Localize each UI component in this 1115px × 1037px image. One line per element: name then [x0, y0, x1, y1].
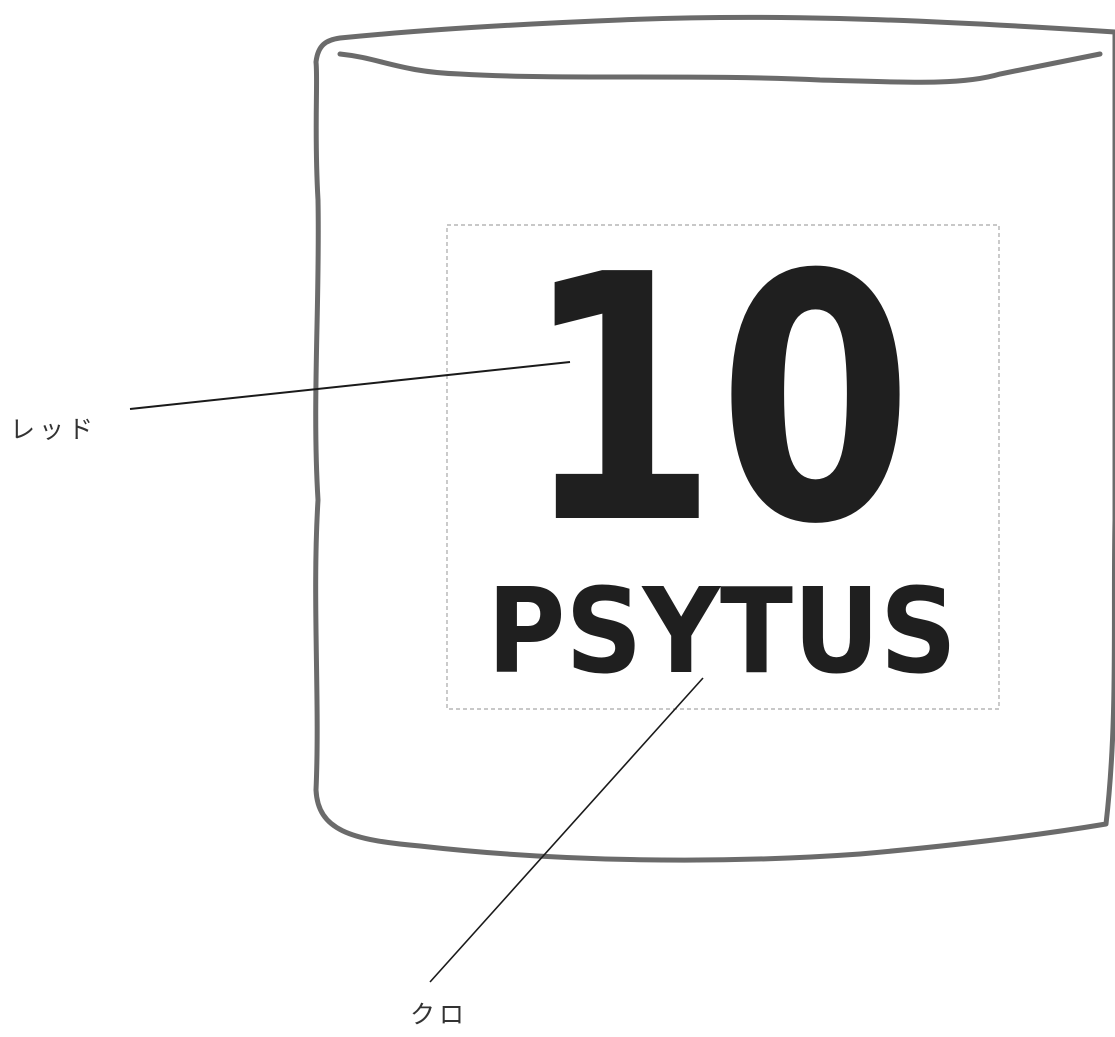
- leader-line-red: [129, 361, 571, 410]
- print-name: PSYTUS: [487, 562, 957, 700]
- leader-line-black: [429, 677, 704, 983]
- print-area: [446, 224, 1000, 710]
- print-number: 10: [523, 203, 913, 599]
- callout-label-black: クロ: [410, 1000, 469, 1029]
- rim-line: [337, 51, 1103, 85]
- garment-outline: [313, 14, 1115, 863]
- callout-label-red: レッド: [10, 415, 98, 444]
